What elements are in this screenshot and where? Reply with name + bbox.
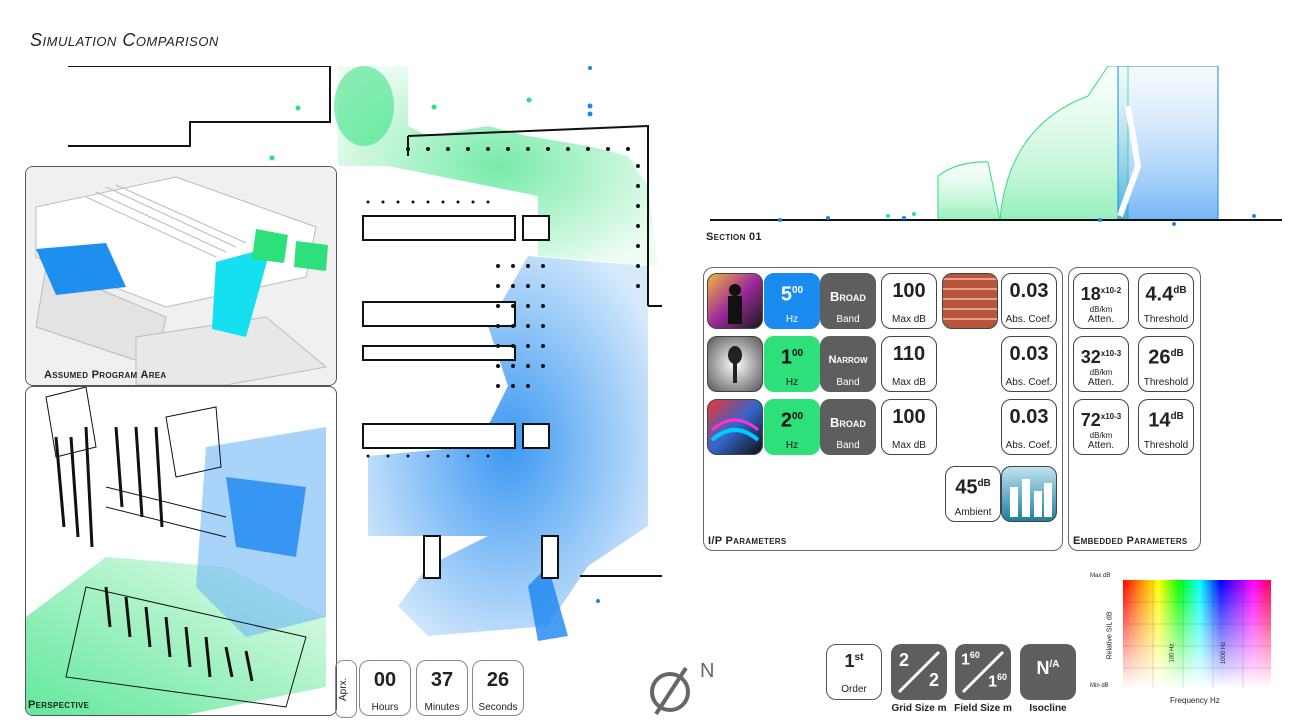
perspective-label: Perspective xyxy=(28,699,90,711)
music-source-icon[interactable] xyxy=(707,273,763,329)
abs-coef-tile-1[interactable]: 0.03 Abs. Coef. xyxy=(1001,273,1057,329)
perspective-view: Perspective xyxy=(25,386,337,716)
abs-coef-tile-2[interactable]: 0.03 Abs. Coef. xyxy=(1001,336,1057,392)
max-db-tile-1[interactable]: 100 Max dB xyxy=(881,273,937,329)
spectrum-y-bottom: Min dB xyxy=(1090,683,1109,689)
order-tile[interactable]: 1st Order xyxy=(826,644,882,700)
frequency-spectrum-chart: 100 Hz 1000 Hz xyxy=(1123,580,1271,688)
north-label: N xyxy=(700,660,715,682)
ambient-tile[interactable]: 45dB Ambient xyxy=(945,466,1001,522)
attenuation-tile-2[interactable]: 32x10-3 dB/km Atten. xyxy=(1073,336,1129,392)
section-view xyxy=(710,66,1282,226)
spectrum-y-label: Relative SIL dB xyxy=(1106,611,1114,660)
aprx-box: Aprx. xyxy=(335,660,357,718)
embedded-parameters-panel xyxy=(1068,267,1201,551)
grid-size-label: Grid Size m xyxy=(891,703,947,714)
hours-box: 00 Hours xyxy=(359,660,411,716)
attenuation-tile-1[interactable]: 18x10-2 dB/km Atten. xyxy=(1073,273,1129,329)
floor-plan-simulation xyxy=(68,66,662,641)
abs-coef-tile-3[interactable]: 0.03 Abs. Coef. xyxy=(1001,399,1057,455)
spectrum-tick-100: 100 Hz xyxy=(1169,643,1176,663)
band-tile-3[interactable]: Broad Band xyxy=(820,399,876,455)
isoline-label: Isocline xyxy=(1029,703,1067,714)
ip-parameters-panel xyxy=(703,267,1063,551)
attenuation-tile-3[interactable]: 72x10-3 dB/km Atten. xyxy=(1073,399,1129,455)
seconds-box: 26 Seconds xyxy=(472,660,524,716)
section-label: Section 01 xyxy=(706,231,762,243)
assumed-program-area-view: Assumed Program Area xyxy=(25,166,337,386)
max-db-tile-3[interactable]: 100 Max dB xyxy=(881,399,937,455)
embedded-parameters-title: Embedded Parameters xyxy=(1073,535,1188,547)
field-size-label: Field Size m xyxy=(954,703,1012,714)
north-arrow-icon xyxy=(650,666,690,716)
field-size-tile[interactable]: 160 160 xyxy=(955,644,1011,700)
minutes-box: 37 Minutes xyxy=(416,660,468,716)
ip-parameters-title: I/P Parameters xyxy=(708,535,787,547)
frequency-tile-1[interactable]: 500 Hz xyxy=(764,273,820,329)
crowd-noise-icon[interactable] xyxy=(707,399,763,455)
spectrum-tick-1000: 1000 Hz xyxy=(1221,641,1228,665)
spectrum-y-top: Max dB xyxy=(1090,573,1111,579)
frequency-tile-3[interactable]: 200 Hz xyxy=(764,399,820,455)
assumed-program-area-label: Assumed Program Area xyxy=(44,369,167,381)
page-title: Simulation Comparison xyxy=(30,30,219,50)
threshold-tile-1[interactable]: 4.4dB Threshold xyxy=(1138,273,1194,329)
grid-size-tile[interactable]: 2 2 xyxy=(891,644,947,700)
threshold-tile-3[interactable]: 14dB Threshold xyxy=(1138,399,1194,455)
city-ambient-icon[interactable] xyxy=(1001,466,1057,522)
max-db-tile-2[interactable]: 110 Max dB xyxy=(881,336,937,392)
band-tile-2[interactable]: Narrow Band xyxy=(820,336,876,392)
isoline-tile[interactable]: N/A xyxy=(1020,644,1076,700)
brick-material-icon[interactable] xyxy=(942,273,998,329)
frequency-tile-2[interactable]: 100 Hz xyxy=(764,336,820,392)
band-tile-1[interactable]: Broad Band xyxy=(820,273,876,329)
spectrum-x-label: Frequency Hz xyxy=(1170,696,1220,705)
threshold-tile-2[interactable]: 26dB Threshold xyxy=(1138,336,1194,392)
microphone-icon[interactable] xyxy=(707,336,763,392)
